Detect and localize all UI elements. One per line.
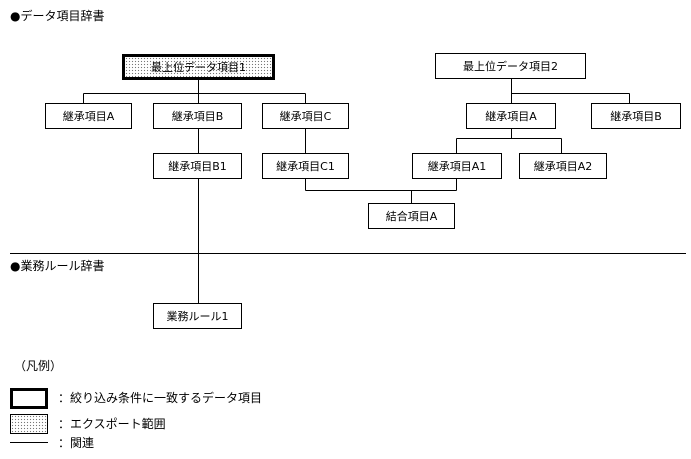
- node-inherit-item-a1[interactable]: 継承項目A1: [412, 153, 502, 179]
- node-inherit-item-b-1[interactable]: 継承項目B: [153, 103, 242, 129]
- node-inherit-item-c-1[interactable]: 継承項目C: [262, 103, 349, 129]
- node-combined-item-a[interactable]: 結合項目A: [368, 203, 455, 229]
- node-top-data-item-2[interactable]: 最上位データ項目2: [435, 53, 586, 79]
- node-business-rule-1[interactable]: 業務ルール1: [153, 303, 242, 329]
- legend-swatch-filter: [10, 388, 48, 409]
- legend-label-export: ：エクスポート範囲: [58, 417, 166, 431]
- legend-swatch-relation: [10, 442, 48, 443]
- legend-label-filter: ：絞り込み条件に一致するデータ項目: [58, 391, 263, 405]
- section-title-business-rule-dictionary: ●業務ルール辞書: [10, 259, 105, 273]
- node-inherit-item-a-2[interactable]: 継承項目A: [466, 103, 556, 129]
- section-title-data-dictionary: ●データ項目辞書: [10, 9, 105, 23]
- node-top-data-item-1[interactable]: 最上位データ項目1: [122, 54, 275, 80]
- legend-title: （凡例）: [14, 359, 63, 373]
- node-inherit-item-a-1[interactable]: 継承項目A: [45, 103, 132, 129]
- legend-label-relation: ：関連: [58, 436, 95, 450]
- node-inherit-item-b-2[interactable]: 継承項目B: [591, 103, 681, 129]
- legend-swatch-export: [10, 414, 48, 434]
- node-inherit-item-b1[interactable]: 継承項目B1: [153, 153, 242, 179]
- node-inherit-item-c1[interactable]: 継承項目C1: [262, 153, 349, 179]
- node-inherit-item-a2[interactable]: 継承項目A2: [519, 153, 607, 179]
